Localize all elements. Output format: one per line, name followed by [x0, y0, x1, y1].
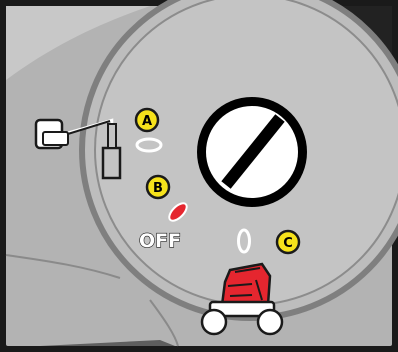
marker-c-label: C: [283, 236, 293, 251]
marker-a-label: A: [142, 114, 152, 129]
marker-b: B: [147, 176, 169, 198]
marker-a: A: [136, 109, 158, 131]
off-label: OFF: [139, 230, 181, 252]
marker-c: C: [277, 231, 299, 253]
marker-b-label: B: [153, 181, 163, 196]
ignition-key-slot-icon: [197, 97, 307, 207]
